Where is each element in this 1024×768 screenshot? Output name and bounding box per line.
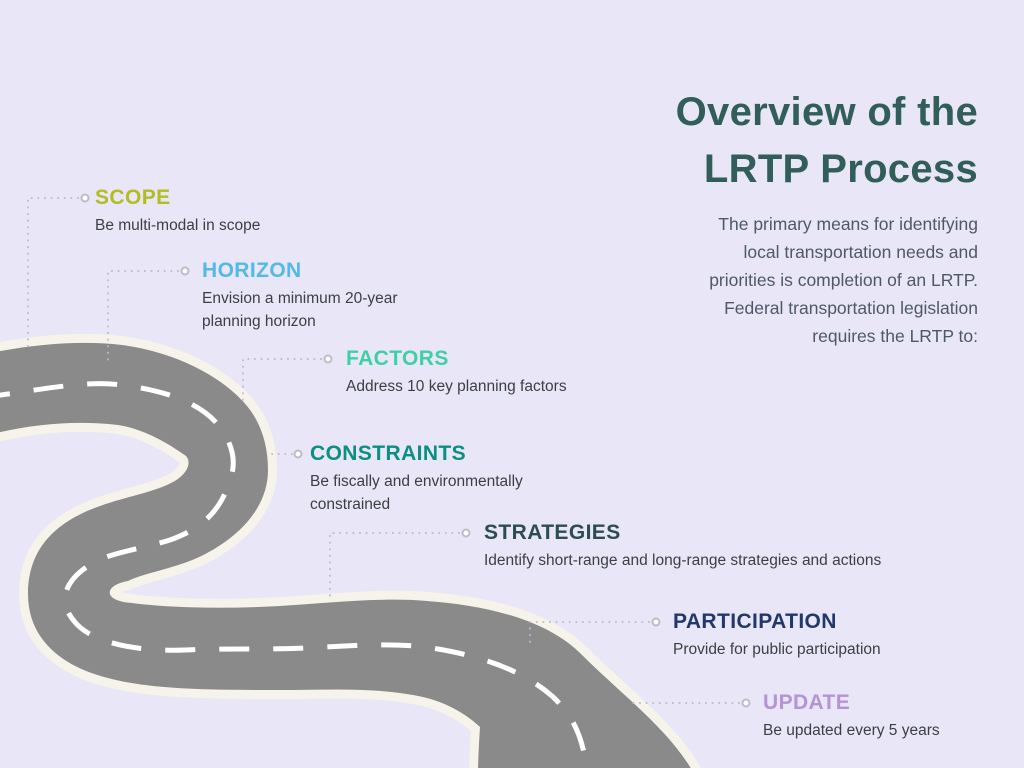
milestone-description: Identify short-range and long-range stra… [484, 552, 882, 570]
milestone-title: STRATEGIES [484, 521, 621, 544]
milestone-title: UPDATE [763, 691, 851, 714]
connector-dot-scope [80, 193, 90, 203]
milestone-scope: SCOPE Be multi-modal in scope [95, 186, 260, 237]
page-title: Overview of the LRTP Process [558, 84, 978, 198]
connector-line-participation [529, 621, 650, 647]
milestone-participation: PARTICIPATION Provide for public partici… [673, 610, 881, 661]
milestone-horizon: HORIZON Envision a minimum 20-year plann… [202, 259, 447, 334]
milestone-constraints: CONSTRAINTS Be fiscally and environmenta… [310, 442, 595, 517]
intro-line: priorities is completion of an LRTP. [709, 270, 978, 290]
connector-line-factors [242, 358, 322, 403]
milestone-description: Envision a minimum 20-year planning hori… [202, 290, 398, 331]
road [0, 333, 702, 768]
milestone-description: Be multi-modal in scope [95, 217, 261, 235]
connector-dot-participation [651, 617, 661, 627]
intro-text: The primary means for identifying local … [578, 210, 978, 350]
intro-line: requires the LRTP to: [812, 326, 978, 346]
milestone-title: PARTICIPATION [673, 610, 837, 633]
connector-dot-factors [323, 354, 333, 364]
milestone-description: Address 10 key planning factors [346, 378, 567, 396]
milestone-factors: FACTORS Address 10 key planning factors [346, 347, 567, 398]
page-title-line: Overview of the [675, 90, 978, 134]
milestone-title: FACTORS [346, 347, 449, 370]
connector-dot-strategies [461, 528, 471, 538]
milestone-description: Be fiscally and environmentally constrai… [310, 473, 523, 514]
milestone-title: CONSTRAINTS [310, 442, 467, 465]
intro-line: Federal transportation legislation [724, 298, 978, 318]
milestone-description: Be updated every 5 years [763, 722, 940, 740]
intro-line: The primary means for identifying [718, 214, 978, 234]
milestone-description: Provide for public participation [673, 641, 881, 659]
connector-dot-horizon [180, 266, 190, 276]
connector-line-scope [27, 197, 79, 351]
milestone-update: UPDATE Be updated every 5 years [763, 691, 940, 742]
road-center-line [0, 381, 590, 768]
connector-dot-constraints [293, 449, 303, 459]
connector-line-strategies [329, 532, 460, 601]
connector-dot-update [741, 698, 751, 708]
intro-line: local transportation needs and [743, 242, 978, 262]
milestone-title: SCOPE [95, 186, 171, 209]
milestone-strategies: STRATEGIES Identify short-range and long… [484, 521, 881, 572]
milestone-title: HORIZON [202, 259, 302, 282]
page-title-line: LRTP Process [703, 147, 978, 191]
